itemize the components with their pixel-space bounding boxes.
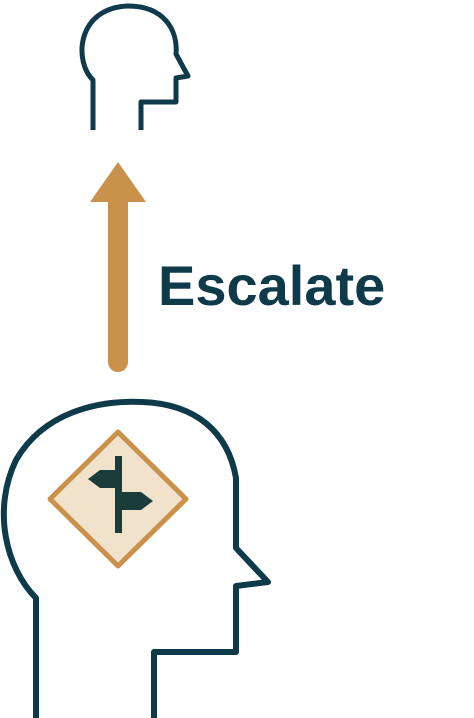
bottom-head-icon <box>0 398 271 718</box>
arrow-up-icon <box>90 162 146 202</box>
signpost-pole <box>115 456 122 533</box>
escalate-label: Escalate <box>158 254 386 317</box>
signpost-icon <box>47 429 189 569</box>
top-head-icon <box>79 3 191 130</box>
signpost-left-board <box>88 470 120 488</box>
signpost-right-board <box>119 492 153 510</box>
